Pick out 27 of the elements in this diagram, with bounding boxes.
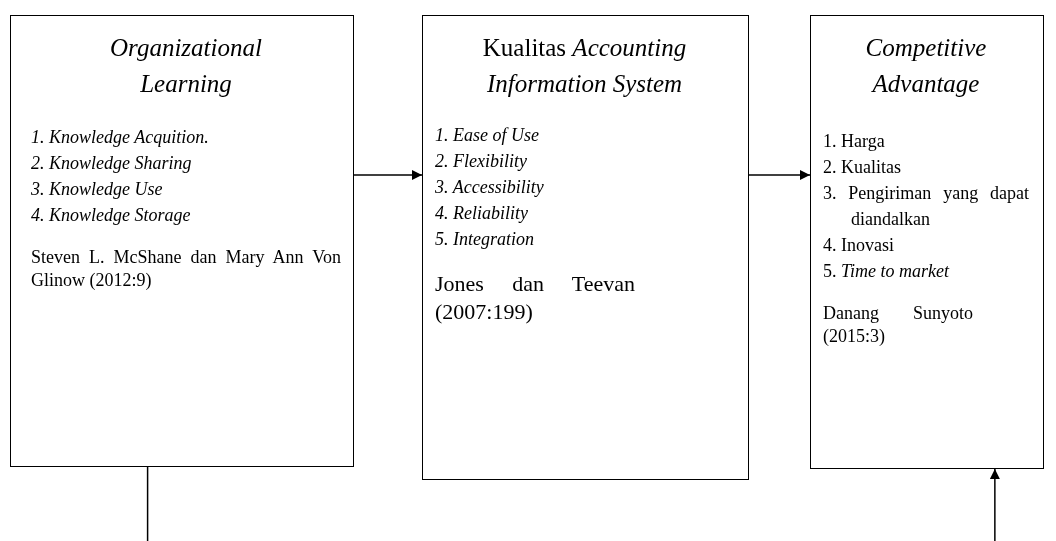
list-item: 3. Accessibility [435,176,545,199]
list-item: 3. Knowledge Use [31,178,164,201]
text-box [810,15,1044,469]
list-item: 5. Time to market [823,260,951,283]
arrow [353,170,423,180]
list-item: 1. Knowledge Acquition. [31,126,210,149]
list-item: 2. Flexibility [435,150,528,173]
box-title: Kualitas Accounting Information System [481,33,688,99]
citation-text: Danang Sunyoto (2015:3) [823,302,973,347]
box-title: Organizational Learning [109,33,263,99]
arrow [989,468,1000,541]
list-item: 1. Ease of Use [435,124,540,147]
list-item: 4. Knowledge Storage [31,204,192,227]
text-box [10,15,354,467]
citation-text: Steven L. McShane dan Mary Ann Von Glinow (2012:9) [31,246,341,291]
list-item: 2. Kualitas [823,156,902,179]
arrow [748,170,811,180]
box-title: Competitive Advantage [864,33,988,99]
list-item: 1. Harga [823,130,886,153]
list-item: 2. Knowledge Sharing [31,152,193,175]
list-item: 4. Reliability [435,202,529,225]
citation-text: Jones dan Teevan (2007:199) [435,270,635,325]
connector-line [146,466,149,541]
list-item: 5. Integration [435,228,535,251]
list-item: 3. Pengiriman yang dapat diandalkan [823,182,1029,231]
list-item: 4. Inovasi [823,234,895,257]
text-box [422,15,749,480]
